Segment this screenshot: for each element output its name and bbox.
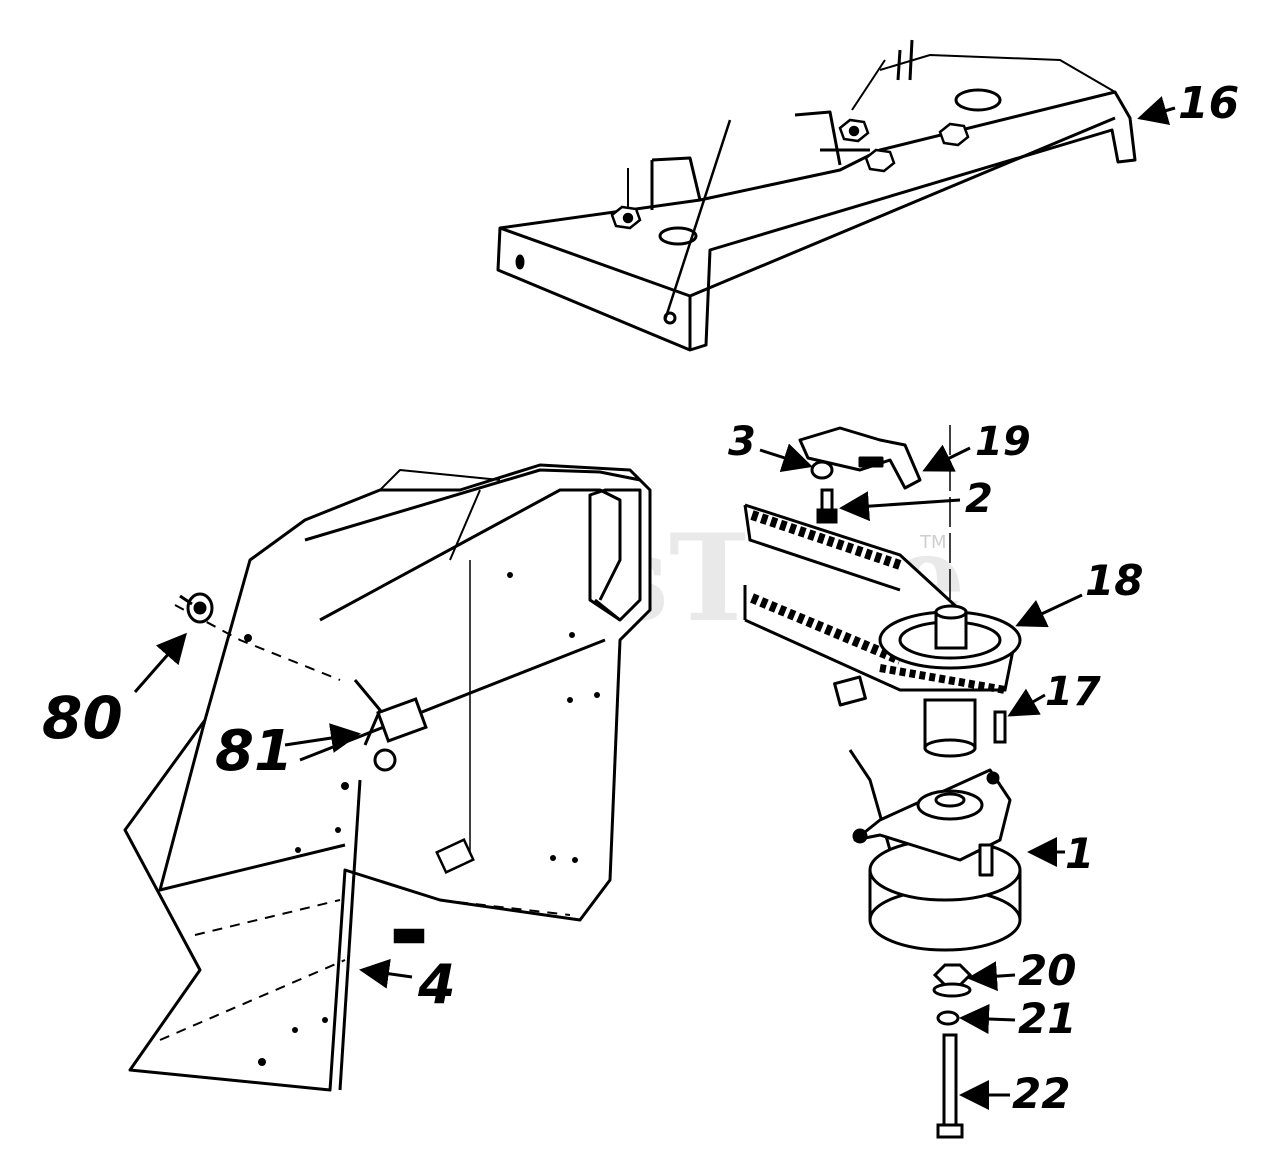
callout-4: 4 (417, 953, 456, 1016)
pulley-part-18 (878, 604, 1022, 670)
bracket-nuts (610, 118, 970, 230)
grommet-part-80 (179, 592, 214, 624)
switch-part-81 (353, 679, 428, 772)
leader-lines (133, 96, 1176, 1110)
clutch-part-1 (833, 675, 1022, 952)
housing-connector (393, 838, 475, 944)
nut-part-3 (810, 460, 834, 480)
callout-1: 1 (1065, 829, 1094, 878)
callout-16: 16 (1178, 78, 1239, 129)
callout-22: 22 (1012, 1069, 1070, 1118)
callout-19: 19 (975, 419, 1031, 465)
spacer-part-17-area (923, 698, 1007, 758)
callout-3: 3 (728, 419, 756, 465)
callout-21: 21 (1018, 994, 1076, 1043)
callout-81: 81 (215, 719, 293, 784)
bolt-part-22 (936, 1033, 964, 1139)
housing-part-4 (123, 463, 652, 1092)
watermark-trademark: TM (919, 532, 947, 553)
bolt-part-2 (816, 488, 838, 524)
nut-part-20 (932, 963, 973, 998)
callout-80: 80 (42, 684, 123, 752)
callout-20: 20 (1018, 946, 1076, 995)
washer-part-21 (936, 1010, 960, 1026)
idler-bracket-part-19 (798, 425, 951, 600)
bracket-part-16 (496, 39, 1137, 352)
callout-17: 17 (1045, 669, 1101, 715)
callout-18: 18 (1085, 556, 1143, 605)
housing-holes (244, 572, 600, 1066)
callout-2: 2 (965, 476, 993, 522)
